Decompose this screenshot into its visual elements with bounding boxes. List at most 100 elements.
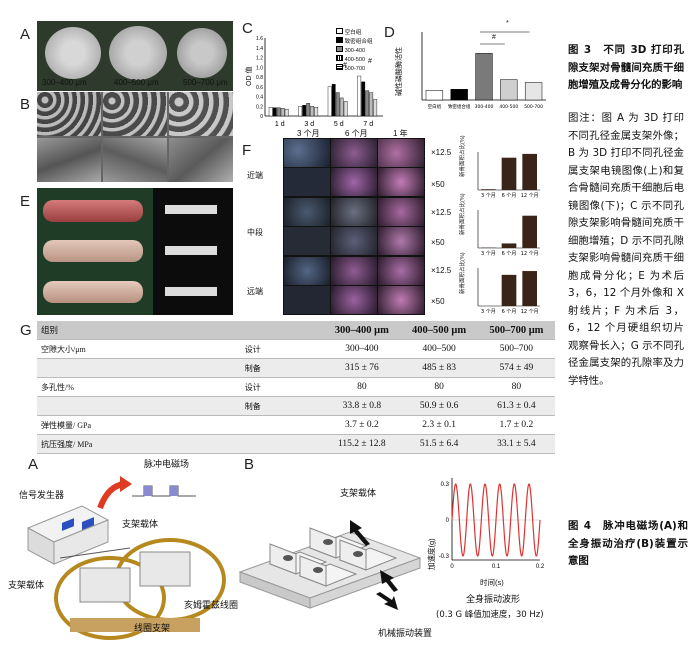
f-mag-top-2: ×12.5 (431, 208, 452, 217)
table-header-row: 组别 300–400 μm 400–500 μm 500–700 μm (37, 321, 555, 340)
chart-d-sig-hash: # (492, 34, 496, 41)
f-mag-top-3: ×12.5 (431, 266, 452, 275)
chart-d-xtick: 400-500 (499, 104, 518, 110)
size-label-3: 500–700 μm (183, 78, 228, 87)
label-coil-stand: 线圈支架 (134, 624, 171, 634)
label-pulse-field: 脉冲电磁场 (144, 460, 190, 470)
chart-c-ytick: 0.6 (256, 85, 263, 91)
panel-label-f: F (242, 142, 252, 159)
chart-f-ylabel-2: 新骨面积占比(%) (460, 193, 466, 235)
chart-f-bar (501, 243, 517, 248)
waveform-ytick: 0 (446, 518, 450, 524)
chart-f-bar (501, 274, 517, 306)
f-mag-bottom-3: ×50 (431, 297, 445, 306)
chart-c-bar (373, 99, 378, 117)
table-g: 组别 300–400 μm 400–500 μm 500–700 μm 空隙大小… (37, 321, 555, 454)
panel-label-c: C (242, 20, 253, 37)
chart-d-xtick: 300-400 (475, 104, 494, 110)
chart-c-ylabel: OD 值 (246, 66, 253, 86)
chart-c-xtick: 7 d (363, 121, 373, 128)
chart-c-sig-2: # (368, 58, 372, 65)
chart-c-bar (314, 107, 319, 117)
chart-c-ytick: 0 (260, 114, 263, 120)
f-col-3m: 3 个月 (297, 129, 320, 138)
chart-c-legend: 空白组 致密组合组 300-400 400-500 500-700 (336, 28, 373, 73)
legend-item-blank: 空白组 (336, 28, 373, 37)
f-row-middle: 中段 (247, 228, 263, 237)
panel-label-g: G (20, 322, 32, 339)
label-vibration-device: 机械振动装置 (378, 629, 433, 639)
panel-label-e: E (20, 193, 31, 210)
histology-grid (283, 138, 425, 315)
chart-c-ytick: 0.8 (256, 75, 263, 81)
waveform-xtick: 0.2 (536, 564, 545, 570)
table-row: 多孔性/% 设计 80 80 80 (37, 377, 555, 397)
waveform-ytick: 0.3 (441, 482, 450, 488)
scaffold-photo (37, 21, 233, 91)
chart-c-ytick: 1.4 (256, 46, 263, 52)
fig4-panel-label-b: B (244, 456, 255, 473)
chart-c-ytick: 0.2 (256, 104, 263, 110)
table-row: 抗压强度/ MPa 115.2 ± 12.8 51.5 ± 6.4 33.1 ±… (37, 434, 555, 454)
pemf-device-diagram (26, 476, 226, 640)
chart-c-bar (361, 81, 366, 117)
chart-c-bar (272, 107, 277, 117)
chart-d-bar (450, 89, 468, 101)
chart-c-ytick: 0.4 (256, 95, 263, 101)
chart-f-bar (501, 157, 517, 190)
panel-label-d: D (384, 24, 395, 41)
label-helmholtz-coil: 亥姆霍兹线圈 (184, 601, 239, 611)
chart-c-bar (369, 92, 374, 117)
legend-item-400: 400-500 (336, 55, 373, 64)
chart-c-xtick: 3 d (304, 121, 314, 128)
chart-c-bar (357, 75, 362, 117)
fig3-caption-body: 图注：图 A 为 3D 打印不同孔径金属支架外像；B 为 3D 打印不同孔径金属… (568, 112, 684, 387)
panel-label-b: B (20, 96, 31, 113)
chart-c-bar (339, 97, 344, 117)
sem-images (37, 92, 233, 182)
f-row-proximal: 近端 (247, 171, 263, 180)
size-label-1: 300–400 μm (42, 78, 87, 87)
f-mag-bottom-2: ×50 (431, 238, 445, 247)
chart-c-bar (365, 90, 370, 117)
chart-f-bar (481, 189, 496, 190)
chart-f-xtick: 12 个月 (521, 309, 539, 315)
chart-c-bar (276, 107, 281, 117)
chart-f-xtick: 3 个月 (481, 251, 496, 257)
chart-c-bar (268, 107, 273, 117)
fig3-caption-title: 图 3 不同 3D 打印孔隙支架对骨髓间充质干细胞增殖及成骨分化的影响 (568, 44, 684, 91)
chart-f-xtick: 6 个月 (502, 193, 517, 199)
legend-item-dense: 致密组合组 (336, 37, 373, 46)
chart-f-xtick: 3 个月 (481, 309, 496, 315)
table-row: 制备 33.8 ± 0.8 50.9 ± 0.6 61.3 ± 0.4 (37, 396, 555, 416)
f-mag-top-1: ×12.5 (431, 148, 452, 157)
table-row: 弹性模量/ GPa 3.7 ± 0.2 2.3 ± 0.1 1.7 ± 0.2 (37, 415, 555, 435)
chart-c-sig-1: # (343, 62, 347, 69)
vibration-device-diagram (238, 520, 422, 610)
waveform-xtick: 0.1 (492, 564, 501, 570)
table-header-300: 300–400 μm (323, 321, 401, 340)
chart-c-bar (306, 103, 311, 117)
legend-item-300: 300-400 (336, 46, 373, 55)
size-label-2: 400–500 μm (114, 78, 159, 87)
chart-c-bar (284, 108, 289, 117)
chart-d-xtick: 致密组合组 (448, 103, 471, 110)
panel-label-a: A (20, 26, 31, 43)
chart-d-bar (500, 79, 518, 101)
chart-d-bar (425, 90, 444, 101)
fig4-caption: 图 4 脉冲电磁场(A)和全身振动治疗(B)装置示意图 (568, 520, 688, 567)
chart-d-bar (524, 82, 543, 101)
chart-d-xtick: 空白组 (428, 103, 442, 110)
waveform-line (451, 483, 541, 557)
f-mag-bottom-1: ×50 (431, 180, 445, 189)
chart-f-bar (522, 153, 537, 190)
waveform-ylabel: 加速度(g) (427, 538, 436, 570)
table-header-group: 组别 (37, 321, 324, 340)
waveform-desc: (0.3 G 峰值加速度，30 Hz) (436, 610, 544, 620)
chart-d-sig-star: * (506, 20, 509, 27)
chart-f-xtick: 3 个月 (481, 193, 496, 199)
label-carrier-1: 支架载体 (122, 520, 159, 530)
f-col-6m: 6 个月 (345, 129, 368, 138)
